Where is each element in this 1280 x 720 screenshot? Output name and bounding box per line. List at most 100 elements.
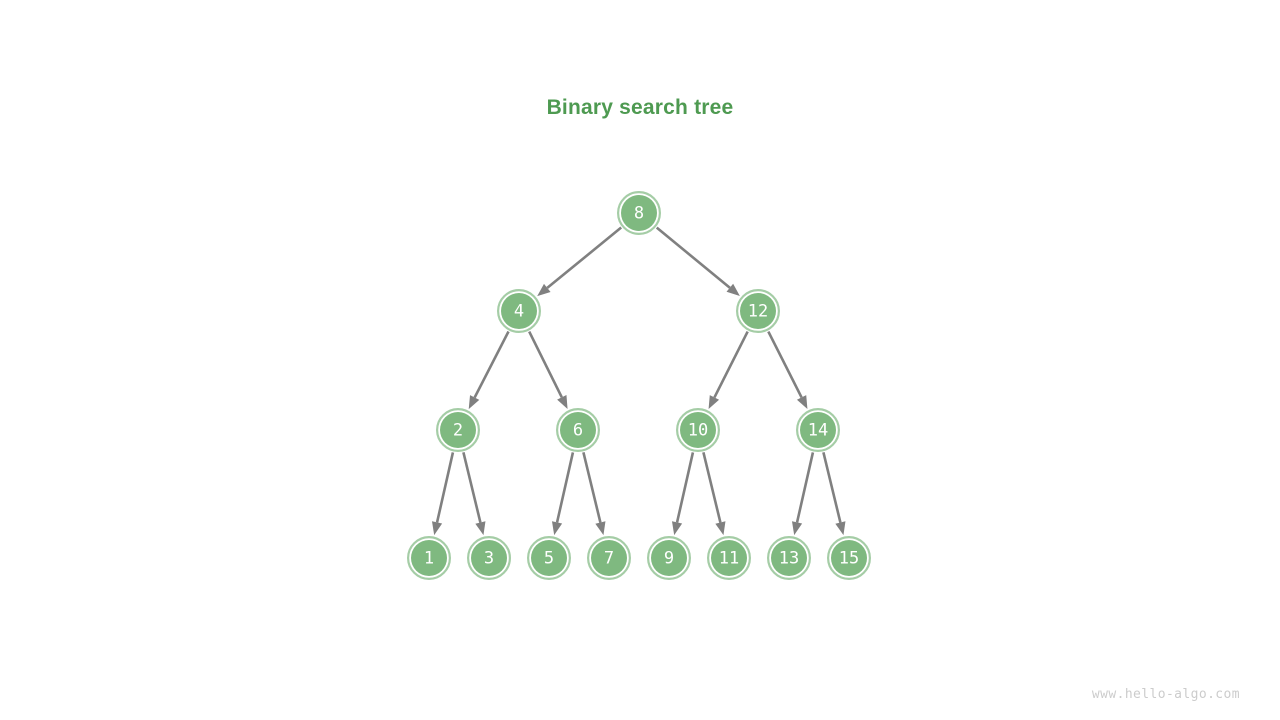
edge-arrowhead-icon — [715, 521, 726, 536]
node-label: 11 — [719, 549, 739, 569]
edge-line — [462, 452, 482, 523]
edge-arrowhead-icon — [557, 394, 568, 409]
tree-node[interactable]: 10 — [675, 408, 720, 453]
tree-edge — [582, 452, 606, 536]
node-outer-ring — [706, 535, 751, 580]
edge-line — [435, 452, 455, 523]
edge-arrowhead-icon — [595, 521, 606, 536]
tree-node[interactable]: 14 — [795, 408, 840, 453]
tree-node[interactable]: 15 — [826, 535, 871, 580]
edge-line — [713, 330, 749, 398]
node-circle[interactable] — [680, 412, 716, 448]
tree-node[interactable]: 11 — [706, 535, 751, 580]
node-label: 1 — [424, 549, 434, 569]
edge-arrowhead-icon — [791, 521, 803, 536]
node-circle[interactable] — [800, 412, 836, 448]
tree-edge — [431, 452, 455, 536]
tree-node[interactable]: 13 — [766, 535, 811, 580]
node-circle[interactable] — [531, 540, 567, 576]
edge-line — [546, 226, 623, 289]
edge-arrowhead-icon — [835, 521, 846, 536]
edge-arrowhead-icon — [551, 521, 563, 536]
tree-node[interactable]: 5 — [526, 535, 571, 580]
node-circle[interactable] — [411, 540, 447, 576]
edge-arrowhead-icon — [537, 283, 551, 297]
node-outer-ring — [586, 535, 631, 580]
node-label: 5 — [544, 549, 554, 569]
node-label: 6 — [573, 421, 583, 441]
node-outer-ring — [766, 535, 811, 580]
node-label: 2 — [453, 421, 463, 441]
node-label: 9 — [664, 549, 674, 569]
node-outer-ring — [826, 535, 871, 580]
edge-line — [822, 452, 842, 523]
tree-node[interactable]: 3 — [467, 535, 512, 580]
node-label: 3 — [484, 549, 494, 569]
node-circle[interactable] — [740, 293, 776, 329]
edge-arrowhead-icon — [468, 395, 480, 410]
node-outer-ring — [407, 535, 452, 580]
node-label: 4 — [514, 302, 524, 322]
node-circle[interactable] — [440, 412, 476, 448]
edge-arrowhead-icon — [431, 521, 443, 536]
node-label: 15 — [839, 549, 859, 569]
tree-node[interactable]: 4 — [497, 289, 542, 334]
edges-layer — [431, 226, 846, 536]
node-label: 12 — [748, 302, 768, 322]
tree-edge — [702, 452, 726, 536]
tree-node[interactable]: 1 — [407, 535, 452, 580]
node-outer-ring — [795, 408, 840, 453]
tree-edge — [528, 331, 568, 409]
edge-line — [675, 452, 695, 523]
tree-edge — [551, 452, 575, 536]
edge-line — [473, 330, 510, 399]
node-circle[interactable] — [711, 540, 747, 576]
edge-line — [555, 452, 575, 523]
edge-arrowhead-icon — [671, 521, 683, 536]
node-circle[interactable] — [831, 540, 867, 576]
tree-edge — [791, 452, 815, 536]
tree-node[interactable]: 2 — [436, 408, 481, 453]
page-title: Binary search tree — [546, 96, 734, 119]
node-outer-ring — [735, 289, 780, 334]
node-circle[interactable] — [471, 540, 507, 576]
node-circle[interactable] — [501, 293, 537, 329]
tree-node[interactable]: 7 — [586, 535, 631, 580]
tree-node[interactable]: 9 — [646, 535, 691, 580]
tree-node[interactable]: 6 — [555, 408, 600, 453]
tree-node[interactable]: 12 — [735, 289, 780, 334]
edge-arrowhead-icon — [708, 395, 720, 410]
node-circle[interactable] — [621, 195, 657, 231]
node-outer-ring — [436, 408, 481, 453]
node-circle[interactable] — [591, 540, 627, 576]
edge-line — [655, 226, 731, 289]
node-outer-ring — [526, 535, 571, 580]
edge-arrowhead-icon — [796, 395, 808, 410]
edge-arrowhead-icon — [726, 283, 740, 297]
tree-edge — [671, 452, 695, 536]
node-circle[interactable] — [771, 540, 807, 576]
node-circle[interactable] — [651, 540, 687, 576]
edge-line — [795, 452, 815, 523]
tree-edge — [708, 330, 749, 410]
node-label: 8 — [634, 204, 644, 224]
node-outer-ring — [497, 289, 542, 334]
node-circle[interactable] — [560, 412, 596, 448]
edge-line — [582, 452, 602, 523]
tree-edge — [822, 452, 846, 536]
node-outer-ring — [675, 408, 720, 453]
edge-line — [767, 330, 803, 398]
tree-edge — [767, 330, 808, 410]
watermark: www.hello-algo.com — [1091, 687, 1240, 702]
edge-line — [528, 331, 563, 398]
node-label: 14 — [808, 421, 828, 441]
node-outer-ring — [467, 535, 512, 580]
tree-edge — [462, 452, 486, 536]
node-label: 7 — [604, 549, 614, 569]
tree-node[interactable]: 8 — [616, 191, 661, 236]
node-outer-ring — [555, 408, 600, 453]
tree-edge — [655, 226, 740, 297]
